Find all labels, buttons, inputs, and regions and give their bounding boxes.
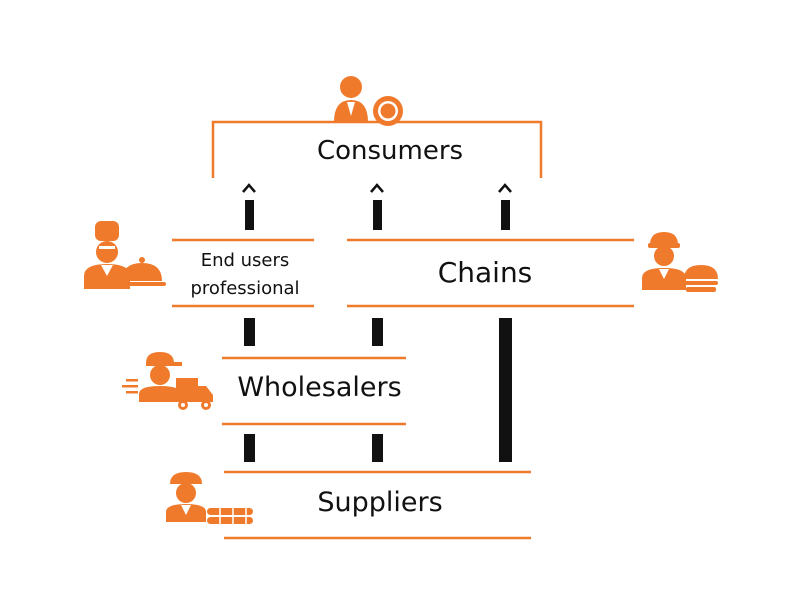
worker-with-burger-icon	[642, 232, 718, 292]
person-with-plate-icon	[334, 76, 403, 126]
arrow-up-icon	[242, 183, 256, 230]
connector-bar	[244, 318, 255, 346]
consumers-label: Consumers	[316, 136, 464, 166]
connector-bar	[372, 434, 383, 462]
chains-supplier-connector	[499, 318, 512, 462]
chains-label: Chains	[437, 256, 533, 289]
connector-bar	[244, 434, 255, 462]
wholesalers-label: Wholesalers	[237, 372, 402, 403]
arrow-up-icon	[370, 183, 384, 230]
consumers-bracket	[211, 120, 543, 178]
suppliers-label: Suppliers	[317, 487, 443, 518]
arrow-up-icon	[498, 183, 512, 230]
connector-bar	[372, 318, 383, 346]
chef-with-cloche-icon	[84, 221, 166, 289]
baker-with-bread-icon	[166, 472, 253, 524]
end-users-label: End users professional	[190, 250, 300, 299]
delivery-person-with-truck-icon	[122, 352, 213, 410]
